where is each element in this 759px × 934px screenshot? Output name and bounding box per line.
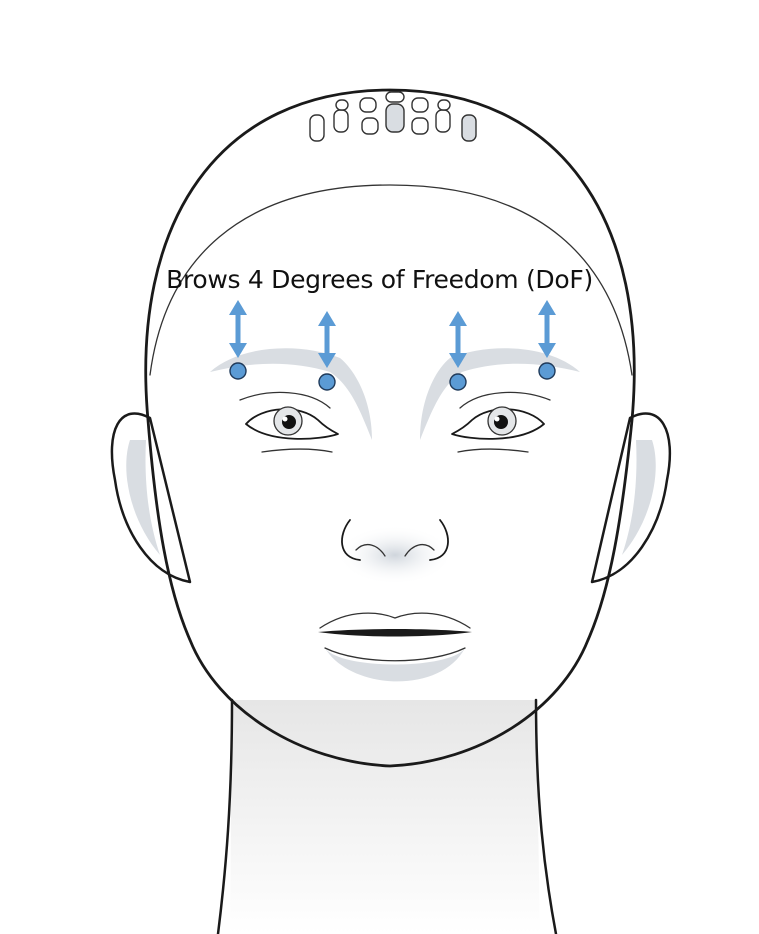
diagram-caption: Brows 4 Degrees of Freedom (DoF)	[166, 265, 593, 294]
right-ear	[590, 412, 672, 584]
left-eye	[239, 391, 339, 453]
right-outer-brow-point	[538, 362, 556, 380]
left-inner-brow-arrow	[318, 311, 336, 368]
left-outer-brow-arrow	[229, 300, 247, 358]
nose	[337, 519, 453, 585]
brow-shading	[210, 348, 580, 440]
right-inner-brow-arrow	[449, 311, 467, 368]
head-vents	[309, 91, 477, 142]
right-outer-brow-arrow	[538, 300, 556, 358]
head-outline	[144, 88, 636, 768]
left-inner-brow-point	[318, 373, 336, 391]
mouth	[318, 612, 472, 682]
right-eye	[451, 391, 551, 453]
brow-control-points	[229, 362, 556, 391]
skull-cap-line	[149, 184, 633, 376]
neck	[216, 698, 558, 934]
brow-arrows	[229, 300, 556, 368]
left-ear	[110, 412, 192, 584]
right-inner-brow-point	[449, 373, 467, 391]
left-outer-brow-point	[229, 362, 247, 380]
